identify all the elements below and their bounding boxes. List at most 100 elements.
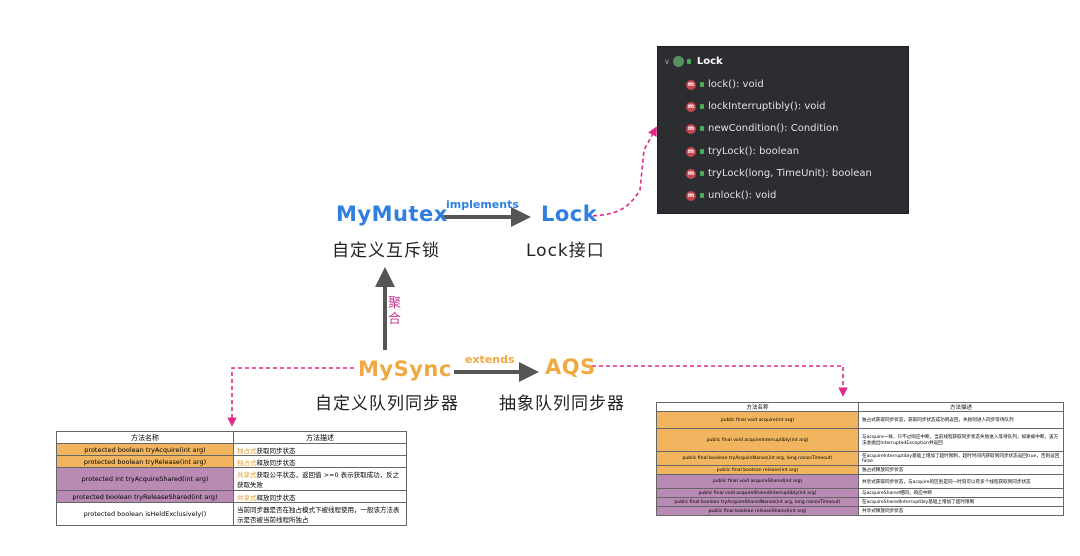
mode-tag: 共享式 xyxy=(237,471,257,479)
interface-icon xyxy=(672,56,684,67)
chevron-down-icon[interactable]: ∨ xyxy=(664,57,670,66)
method-cell: public final void acquireInterruptibly(i… xyxy=(656,428,859,452)
method-cell: protected int tryAcquireShared(int arg) xyxy=(56,467,234,491)
edge-label-extends: extends xyxy=(465,353,515,366)
ide-method-item[interactable]: m tryLock(long, TimeUnit): boolean xyxy=(686,168,872,179)
lock-icon xyxy=(700,149,704,154)
desc-cell: 共享式释放同步状态 xyxy=(233,490,407,503)
method-cell: public final void acquireShared(int arg) xyxy=(656,474,859,489)
method-cell: public final boolean releaseShared(int a… xyxy=(656,506,859,516)
table-row: public final void acquireSharedInterrupt… xyxy=(656,488,1064,498)
method-icon: m xyxy=(686,190,696,201)
mode-tag: 共享式 xyxy=(237,493,257,502)
table-row: public final boolean release(int arg) 独占… xyxy=(656,465,1064,475)
aqs-to-table-link xyxy=(592,365,848,397)
table-row: public final void acquire(int arg) 独占式获取… xyxy=(656,411,1064,429)
desc-cell: 在acquireSharedInterruptibly基础上增加了超时限制 xyxy=(858,497,1064,507)
table-row: public final boolean releaseShared(int a… xyxy=(656,506,1064,516)
desc-cell: 共享式释放同步状态 xyxy=(858,506,1064,516)
node-mymutex: MyMutex xyxy=(336,202,448,226)
desc-cell: 与acquireShared相同，响应中断 xyxy=(858,488,1064,498)
method-icon: m xyxy=(686,123,696,134)
node-aqs-desc: 抽象队列同步器 xyxy=(499,394,625,414)
method-label: tryLock(): boolean xyxy=(708,146,800,157)
desc-text: 释放同步状态 xyxy=(256,493,296,502)
method-cell: public final boolean tryAcquireSharedNan… xyxy=(656,497,859,507)
table-header: 方法名称 xyxy=(56,431,234,444)
mode-tag: 独占式 xyxy=(237,446,257,455)
table-row: protected boolean tryAcquire(int arg) 独占… xyxy=(56,443,407,456)
method-cell: public final boolean tryAcquireNanos(int… xyxy=(656,451,859,466)
method-label: unlock(): void xyxy=(708,190,777,201)
desc-cell: 当前同步器是否在独占模式下被线程使用，一般该方法表示是否被当前线程所独占 xyxy=(233,502,407,526)
lock-icon xyxy=(700,193,704,198)
desc-text: 当前同步器是否在独占模式下被线程使用，一般该方法表示是否被当前线程所独占 xyxy=(237,506,400,524)
lock-icon xyxy=(686,59,691,64)
table-row: public final void acquireInterruptibly(i… xyxy=(656,428,1064,452)
desc-cell: 在acquireInterruptibly基础上增加了超时限制，超时时间内获取到… xyxy=(858,451,1064,466)
edge-label-aggregate: 聚合 xyxy=(388,296,402,327)
table-row: public final void acquireShared(int arg)… xyxy=(656,474,1064,489)
table-row: protected boolean tryRelease(int arg) 独占… xyxy=(56,455,407,468)
mode-tag: 独占式 xyxy=(237,458,257,467)
desc-text: 释放同步状态 xyxy=(256,458,296,467)
node-mysync: MySync xyxy=(358,357,452,381)
table-header: 方法名称 xyxy=(656,402,859,412)
ide-method-item[interactable]: m lockInterruptibly(): void xyxy=(686,101,826,112)
method-cell: protected boolean tryRelease(int arg) xyxy=(56,455,234,468)
table-row: protected boolean tryReleaseShared(int a… xyxy=(56,490,407,503)
table-row: public final boolean tryAcquireNanos(int… xyxy=(656,451,1064,466)
method-icon: m xyxy=(686,146,696,157)
method-cell: public final boolean release(int arg) xyxy=(656,465,859,475)
node-lock-desc: Lock接口 xyxy=(526,241,605,261)
method-cell: protected boolean tryReleaseShared(int a… xyxy=(56,490,234,503)
desc-cell: 共享式获取同步状态，与acquire的区别是同一时刻可以有多个线程获取到同步状态 xyxy=(858,474,1064,489)
method-icon: m xyxy=(686,168,696,179)
table-header: 方法描述 xyxy=(858,402,1064,412)
node-lock: Lock xyxy=(541,202,598,226)
desc-cell: 与acquire一样，只不过响应中断，当前线程获取同步状态失败进入等待队列，如果… xyxy=(858,428,1064,452)
ide-title: Lock xyxy=(696,56,723,67)
ide-method-item[interactable]: m lock(): void xyxy=(686,79,764,90)
desc-cell: 独占式获取同步状态，获取同步状态成功则返回，失败则进入同步等待队列 xyxy=(858,411,1064,429)
ide-method-item[interactable]: m newCondition(): Condition xyxy=(686,123,838,134)
desc-cell: 独占式释放同步状态 xyxy=(858,465,1064,475)
desc-text: 获取同步状态 xyxy=(256,446,296,455)
desc-cell: 独占式释放同步状态 xyxy=(233,455,407,468)
desc-cell: 共享式获取公平状态，返回值 >=0 表示获取成功，反之获取失败 xyxy=(233,467,407,491)
method-label: newCondition(): Condition xyxy=(708,123,839,134)
method-icon: m xyxy=(686,79,696,90)
method-icon: m xyxy=(686,101,696,112)
table-header: 方法描述 xyxy=(233,431,407,444)
table-header-row: 方法名称 方法描述 xyxy=(56,431,407,444)
aqs-methods-table: 方法名称 方法描述 public final void acquire(int … xyxy=(656,402,1064,516)
table-row: protected boolean isHeldExclusively() 当前… xyxy=(56,502,407,526)
node-mysync-desc: 自定义队列同步器 xyxy=(315,394,459,414)
node-aqs: AQS xyxy=(545,355,596,379)
ide-method-item[interactable]: m unlock(): void xyxy=(686,190,776,201)
method-label: lock(): void xyxy=(708,79,764,90)
method-cell: protected boolean tryAcquire(int arg) xyxy=(56,443,234,456)
lock-to-ide-link xyxy=(585,126,657,217)
desc-cell: 独占式获取同步状态 xyxy=(233,443,407,456)
desc-text: 获取公平状态，返回值 >=0 表示获取成功，反之获取失败 xyxy=(237,471,400,489)
mysync-to-table-link xyxy=(227,367,354,427)
table-row: protected int tryAcquireShared(int arg) … xyxy=(56,467,407,491)
sync-methods-table: 方法名称 方法描述 protected boolean tryAcquire(i… xyxy=(56,431,407,526)
method-cell: public final void acquire(int arg) xyxy=(656,411,859,429)
ide-header[interactable]: ∨ Lock xyxy=(664,56,723,67)
method-label: tryLock(long, TimeUnit): boolean xyxy=(708,168,872,179)
table-row: public final boolean tryAcquireSharedNan… xyxy=(656,497,1064,507)
node-mymutex-desc: 自定义互斥锁 xyxy=(332,241,440,261)
lock-icon xyxy=(700,171,704,176)
edge-label-implements: implements xyxy=(446,198,519,211)
table-header-row: 方法名称 方法描述 xyxy=(656,402,1064,412)
ide-structure-panel: ∨ Lock m lock(): void m lockInterruptibly(… xyxy=(657,46,909,214)
method-label: lockInterruptibly(): void xyxy=(708,101,826,112)
lock-icon xyxy=(700,82,704,87)
lock-icon xyxy=(700,104,704,109)
ide-method-item[interactable]: m tryLock(): boolean xyxy=(686,146,799,157)
method-cell: protected boolean isHeldExclusively() xyxy=(56,502,234,526)
lock-icon xyxy=(700,126,704,131)
